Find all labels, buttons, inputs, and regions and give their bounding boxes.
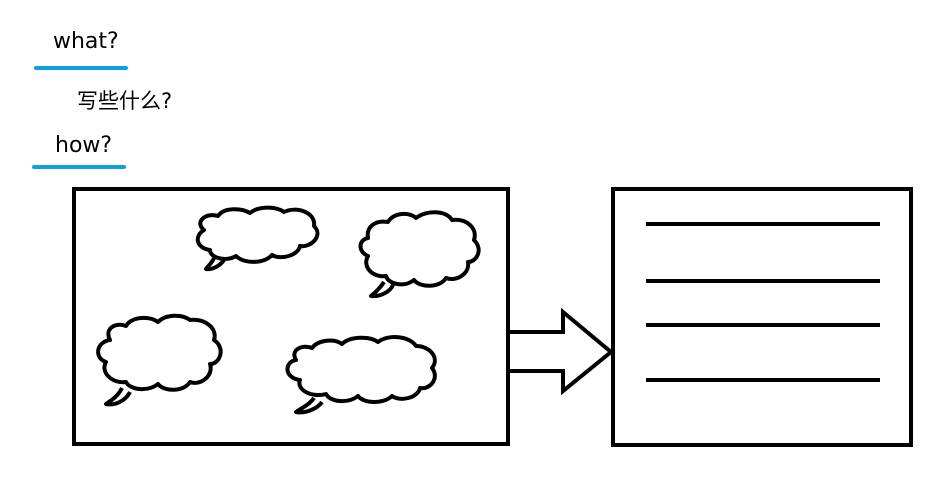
right-arrow-icon xyxy=(506,307,615,396)
what-to-write-label: 写些什么? xyxy=(77,89,173,113)
what-question-label: what? xyxy=(53,29,119,54)
how-question-label: how? xyxy=(55,133,113,158)
thought-bubble-icon xyxy=(195,205,320,272)
thought-bubble-icon xyxy=(96,313,223,407)
how-underline xyxy=(32,165,126,169)
ideas-box xyxy=(72,187,510,446)
thought-bubble-icon xyxy=(285,335,437,415)
text-box xyxy=(611,187,913,447)
what-underline xyxy=(34,66,128,70)
thought-bubble-icon xyxy=(358,210,481,299)
